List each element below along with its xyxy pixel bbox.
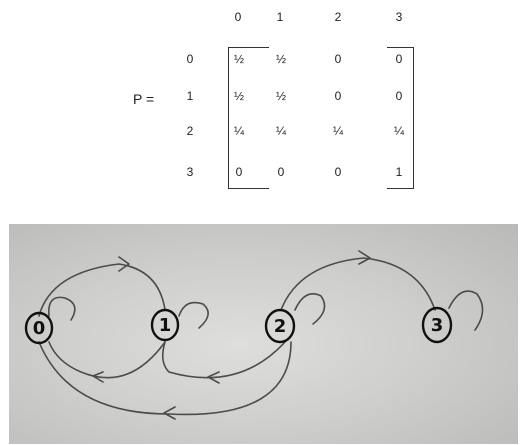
arrowhead-1-to-0 bbox=[92, 371, 104, 383]
self-loop-2 bbox=[294, 293, 326, 325]
cell-0-3: 0 bbox=[395, 52, 403, 66]
left-bracket bbox=[228, 47, 269, 189]
arrowhead-2-to-3 bbox=[358, 250, 371, 265]
state-label-2: 2 bbox=[274, 316, 287, 337]
transition-matrix: P = 0 1 2 3 0 1 2 3 ½ ½ 0 0 ½ ½ 0 0 ¼ ¼ … bbox=[0, 0, 523, 200]
state-label-1: 1 bbox=[159, 315, 172, 336]
cell-1-1: ½ bbox=[275, 89, 287, 103]
row-header-2: 2 bbox=[186, 124, 194, 138]
row-header-3: 3 bbox=[186, 165, 194, 179]
arrowhead-0-to-1 bbox=[118, 256, 130, 272]
cell-0-0: ½ bbox=[233, 52, 245, 66]
edge-2-to-3 bbox=[280, 257, 436, 311]
cell-3-0: 0 bbox=[235, 165, 243, 179]
cell-2-1: ¼ bbox=[275, 124, 287, 138]
edge-1-to-0 bbox=[48, 341, 166, 379]
cell-1-0: ½ bbox=[233, 89, 245, 103]
cell-1-2: 0 bbox=[334, 89, 342, 103]
state-node-3 bbox=[421, 306, 453, 344]
cell-2-3: ¼ bbox=[393, 124, 405, 138]
arrowhead-2-to-0 bbox=[163, 406, 176, 420]
col-header-0: 0 bbox=[234, 10, 242, 24]
cell-0-2: 0 bbox=[334, 52, 342, 66]
state-node-0 bbox=[24, 311, 54, 345]
col-header-3: 3 bbox=[395, 10, 403, 24]
self-loop-1 bbox=[178, 301, 209, 329]
state-label-3: 3 bbox=[431, 315, 444, 336]
edge-0-to-1 bbox=[38, 263, 166, 317]
cell-2-2: ¼ bbox=[332, 124, 344, 138]
col-header-2: 2 bbox=[334, 10, 342, 24]
right-bracket bbox=[387, 47, 414, 189]
cell-3-3: 1 bbox=[395, 165, 403, 179]
state-node-2 bbox=[264, 308, 296, 344]
matrix-label: P = bbox=[133, 91, 155, 107]
cell-1-3: 0 bbox=[395, 89, 403, 103]
col-header-1: 1 bbox=[276, 10, 284, 24]
edge-2-to-0 bbox=[38, 341, 292, 416]
cell-3-1: 0 bbox=[277, 165, 285, 179]
state-label-0: 0 bbox=[33, 318, 46, 339]
arrowhead-2-to-1 bbox=[207, 371, 220, 384]
self-loop-0 bbox=[48, 296, 76, 321]
cell-0-1: ½ bbox=[275, 52, 287, 66]
row-header-0: 0 bbox=[186, 52, 194, 66]
cell-2-0: ¼ bbox=[233, 124, 245, 138]
row-header-1: 1 bbox=[186, 89, 194, 103]
self-loop-3 bbox=[448, 290, 484, 331]
edge-2-to-1 bbox=[161, 341, 286, 379]
state-node-1 bbox=[150, 308, 180, 342]
hand-drawn-state-diagram-photo: 0 1 2 3 bbox=[9, 224, 518, 444]
cell-3-2: 0 bbox=[334, 165, 342, 179]
